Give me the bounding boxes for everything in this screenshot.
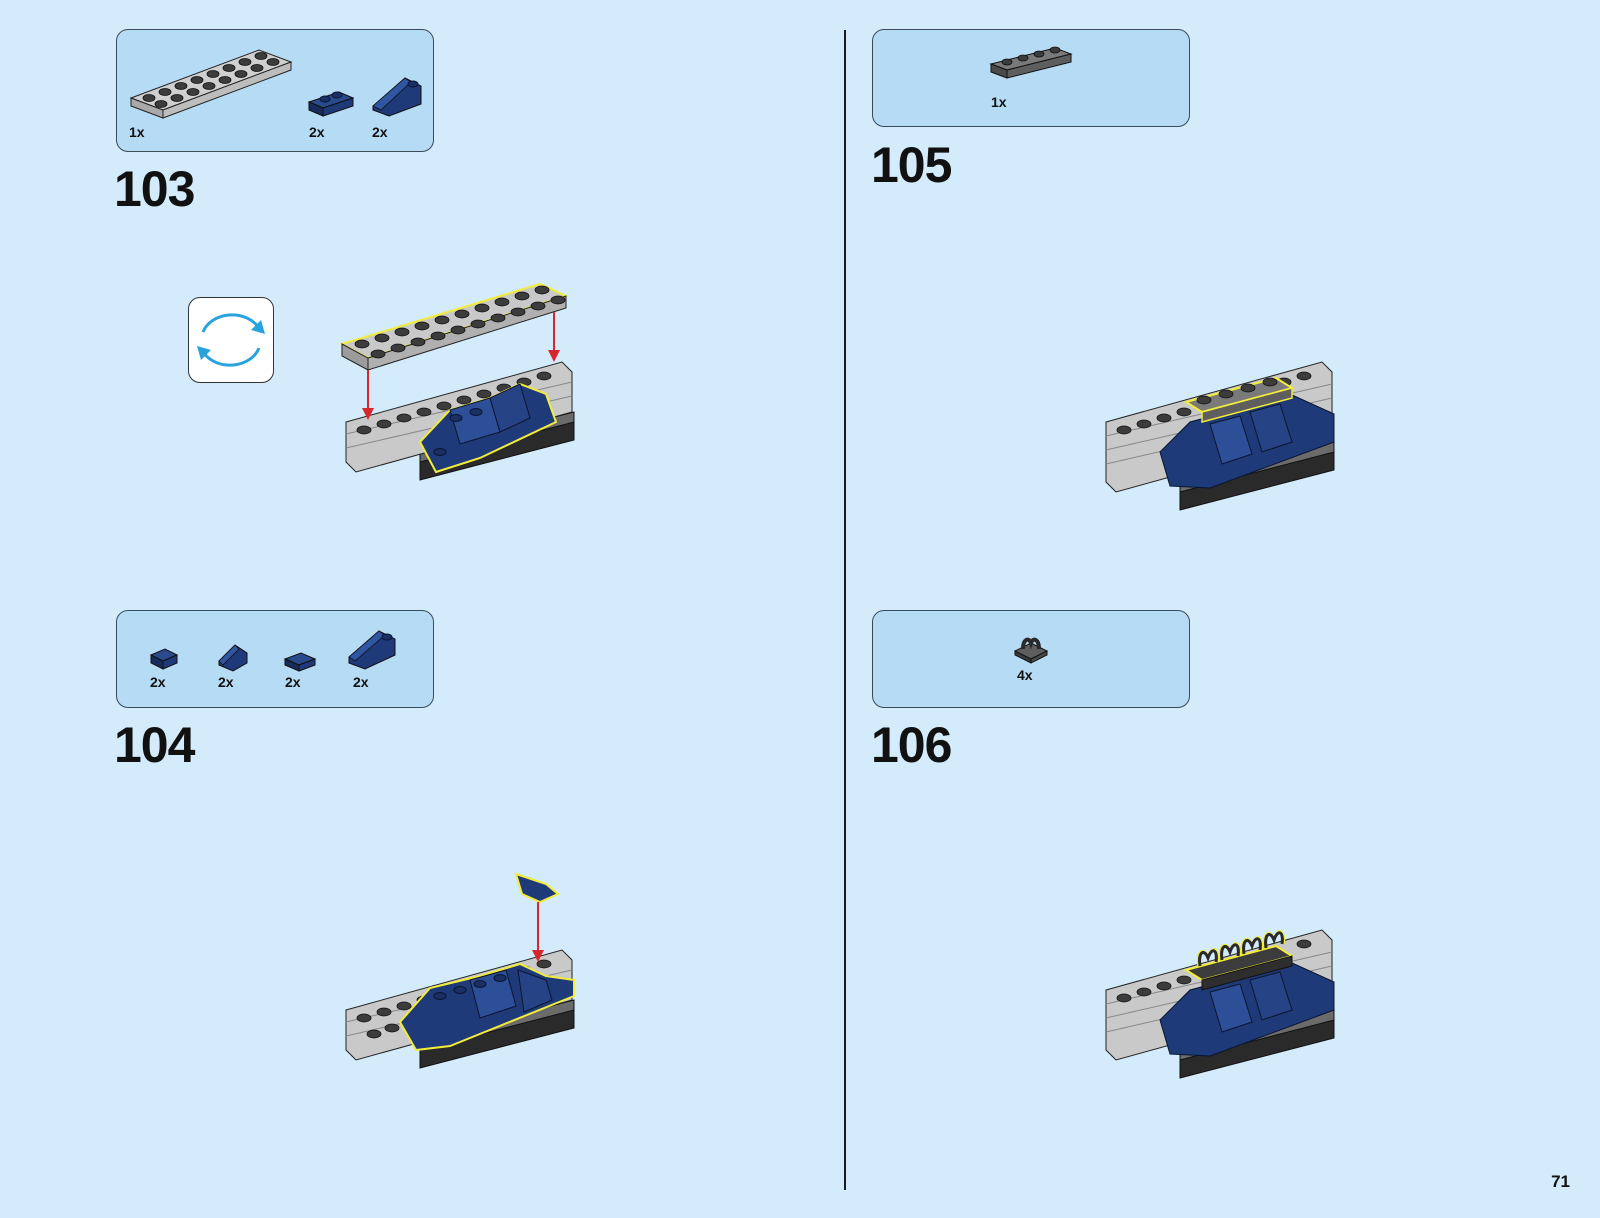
part-qty: 2x bbox=[372, 124, 388, 140]
part-qty: 2x bbox=[218, 674, 234, 690]
part-qty: 2x bbox=[285, 674, 301, 690]
assembly-step-106 bbox=[1100, 910, 1350, 1090]
rotate-model-icon bbox=[188, 297, 274, 383]
step-number: 106 bbox=[871, 720, 951, 770]
parts-box-step-105: 1x bbox=[872, 29, 1190, 127]
page-number: 71 bbox=[1551, 1172, 1570, 1192]
part-qty: 1x bbox=[129, 124, 145, 140]
page-divider bbox=[844, 30, 846, 1190]
dark-gray-clip-plate-icon bbox=[1013, 635, 1049, 665]
step-number: 104 bbox=[114, 720, 194, 770]
step-number: 105 bbox=[871, 140, 951, 190]
rotate-arrows-icon bbox=[189, 298, 273, 382]
part-qty: 4x bbox=[1017, 667, 1033, 683]
dark-gray-plate-1x4-icon bbox=[989, 46, 1073, 82]
part-qty: 2x bbox=[150, 674, 166, 690]
part-qty: 2x bbox=[353, 674, 369, 690]
part-qty: 1x bbox=[991, 94, 1007, 110]
parts-box-step-106: 4x bbox=[872, 610, 1190, 708]
dark-blue-slope-2x2-icon bbox=[347, 627, 399, 673]
dark-blue-tile-1x1-icon bbox=[149, 645, 179, 673]
assembly-step-104 bbox=[340, 872, 590, 1092]
dark-blue-slope-icon bbox=[371, 74, 425, 120]
assembly-step-105 bbox=[1100, 342, 1350, 522]
step-number: 103 bbox=[114, 164, 194, 214]
dark-blue-tile-1x2-icon bbox=[283, 649, 317, 673]
assembly-step-103 bbox=[340, 262, 590, 512]
parts-box-step-103: 1x 2x 2x bbox=[116, 29, 434, 152]
dark-blue-slope-1x1-icon bbox=[217, 641, 251, 673]
parts-box-step-104: 2x 2x 2x 2x bbox=[116, 610, 434, 708]
part-qty: 2x bbox=[309, 124, 325, 140]
dark-blue-plate-1x2-icon bbox=[307, 88, 357, 120]
light-gray-plate-2x8-icon bbox=[129, 40, 293, 120]
